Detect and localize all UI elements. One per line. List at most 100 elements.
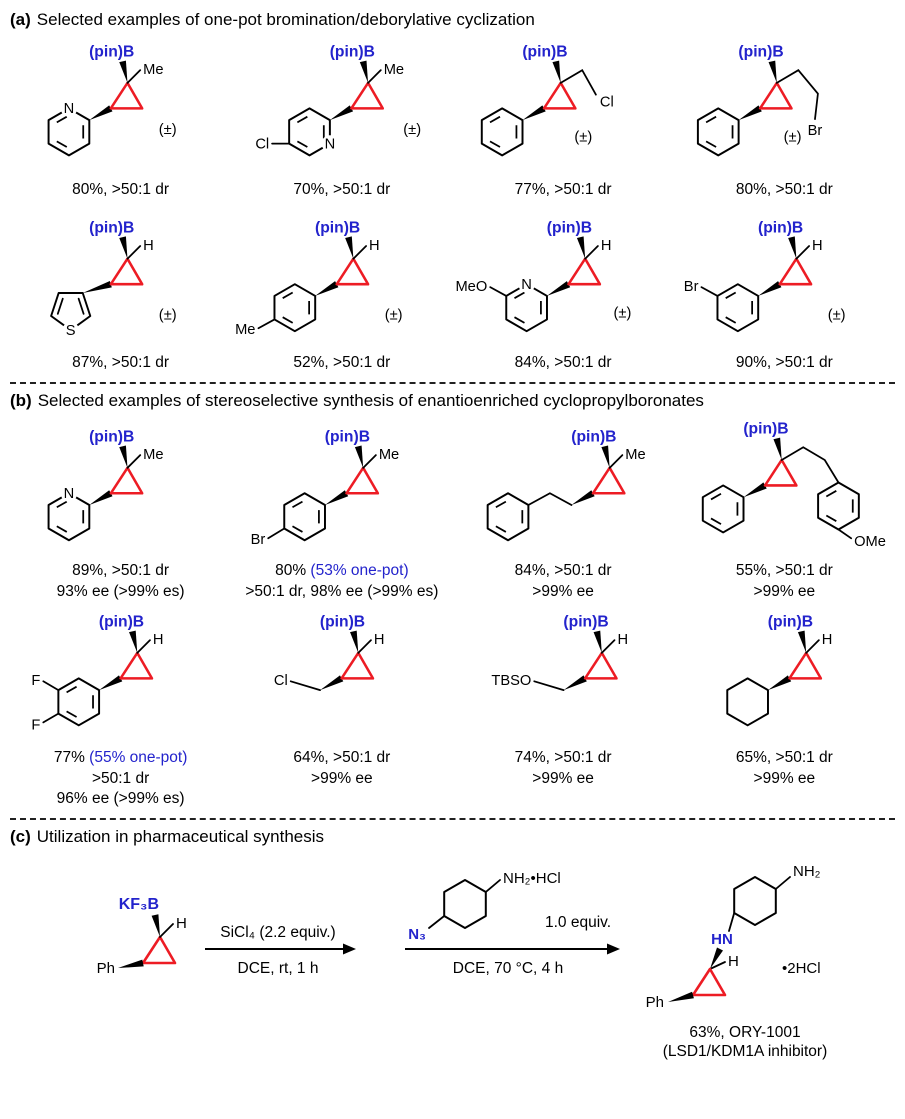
wedge-bond xyxy=(325,490,349,506)
starting-material: KF₃B H Ph xyxy=(97,896,187,977)
yield-line1: 74%, >50:1 dr xyxy=(514,749,612,767)
bond xyxy=(700,286,719,298)
bond xyxy=(600,639,615,655)
bond xyxy=(126,454,142,470)
methoxyphenyl-ring xyxy=(816,482,860,531)
bond xyxy=(290,680,322,692)
nitrogen-atom: N xyxy=(64,101,75,117)
bond xyxy=(126,245,142,260)
cyclopropane-ring xyxy=(583,651,618,680)
yield-label: 80% (53% one-pot) >50:1 dr, 98% ee (>99%… xyxy=(245,561,438,602)
hydrogen-label: H xyxy=(176,915,187,932)
hydrogen-label: H xyxy=(369,238,380,254)
compound-a8: Br (pin)B H (±) 90%, >50:1 dr xyxy=(674,200,895,373)
fluorine-label: F xyxy=(31,717,40,733)
pinB-label: (pin)B xyxy=(89,429,134,446)
phenyl-label: Ph xyxy=(97,960,115,977)
pinB-label: (pin)B xyxy=(330,43,375,60)
chlorine-label: Cl xyxy=(274,673,288,689)
structure-a3-phenyl-chloroethyl-cyclopropane: (pin)B Cl (±) xyxy=(480,43,613,157)
bond xyxy=(805,639,820,655)
bond xyxy=(357,639,373,655)
racemic-label: (±) xyxy=(827,308,845,324)
wedge-bond-boron xyxy=(350,630,359,654)
fluorine-label: F xyxy=(31,673,40,689)
compound-b5: F F (pin)B H 77% (55% one-pot) >50:1 dr … xyxy=(10,602,231,809)
structure-a7-methoxypyridyl-cyclopropane: N MeO (pin)B H (±) xyxy=(455,220,631,333)
compound-b7: TBSO (pin)B H 74%, >50:1 dr >99% ee xyxy=(453,602,674,809)
yield-line2: >99% ee xyxy=(753,582,816,600)
pinB-label: (pin)B xyxy=(768,614,813,631)
bond xyxy=(126,69,142,84)
atom-mask xyxy=(60,485,78,503)
pinB-label: (pin)B xyxy=(89,43,134,60)
compound-a5: S (pin)B H (±) 87%, >50:1 dr xyxy=(10,200,231,373)
pinB-label: (pin)B xyxy=(546,220,591,237)
nitrogen-atom: N xyxy=(64,487,75,503)
cyclopropane-ring xyxy=(350,81,385,110)
hydrogen-label: H xyxy=(374,632,385,648)
bonds xyxy=(428,879,501,930)
yield-line2: 93% ee (>99% es) xyxy=(56,582,185,600)
chain-bonds xyxy=(775,69,819,121)
yield-line1: 89%, >50:1 dr xyxy=(72,562,170,580)
pinB-label: (pin)B xyxy=(320,614,365,631)
section-a-label: (a) xyxy=(10,10,31,29)
yield-label: 90%, >50:1 dr xyxy=(735,354,833,372)
cyclopropane-ring xyxy=(119,651,154,680)
cyclohexane-ring xyxy=(733,876,777,927)
yield-line1: 84%, >50:1 dr xyxy=(514,562,612,580)
benzene-ring xyxy=(701,484,745,534)
yield-label: 70%, >50:1 dr xyxy=(293,180,391,198)
reaction-arrow-1: SiCl₄ (2.2 equiv.) DCE, rt, 1 h xyxy=(205,924,356,977)
structure-a6-tolyl-cyclopropane: Me (pin)B H (±) xyxy=(235,220,403,339)
pinB-label: (pin)B xyxy=(522,43,567,60)
atom-mask xyxy=(62,322,80,339)
wedge-bond-boron xyxy=(119,60,128,83)
methyl-label: Me xyxy=(625,447,645,463)
conditions-below-arrow2: DCE, 70 °C, 4 h xyxy=(453,960,563,977)
chlorine-label: Cl xyxy=(256,136,270,152)
racemic-label: (±) xyxy=(613,306,631,322)
section-a-row-1: N (pin)B Me (±) 80%, >50:1 dr N Cl xyxy=(10,32,895,200)
wedge-bond-boron xyxy=(773,438,782,461)
yield-line2: >99% ee xyxy=(311,769,373,787)
yield-black: 80% xyxy=(275,562,311,580)
amine-label: NH₂ xyxy=(793,863,821,880)
chain-bonds xyxy=(527,492,572,507)
methoxy-label: OMe xyxy=(854,535,886,551)
cyclopropane-ring xyxy=(141,936,177,965)
pinB-label: (pin)B xyxy=(571,429,616,446)
wedge-bond xyxy=(330,105,354,121)
section-b-row-2: F F (pin)B H 77% (55% one-pot) >50:1 dr … xyxy=(10,602,895,809)
sulfur-atom: S xyxy=(66,323,76,339)
section-a-row-2: S (pin)B H (±) 87%, >50:1 dr Me (pin)B xyxy=(10,200,895,373)
racemic-label: (±) xyxy=(159,308,177,324)
structure-b7-silyloxymethyl-cyclopropane: TBSO (pin)B H xyxy=(491,614,628,692)
structure-b8-cyclohexyl-cyclopropane: (pin)B H xyxy=(726,614,832,727)
methyl-label: Me xyxy=(143,62,163,78)
wedge-bond-boron xyxy=(119,236,128,260)
yield-line1: 77% (55% one-pot) xyxy=(54,748,188,768)
wedge-bond xyxy=(82,281,112,294)
bond xyxy=(488,286,507,298)
reaction-scheme: KF₃B H Ph SiCl₄ (2.2 equiv.) DCE, rt, 1 … xyxy=(97,863,828,1060)
section-divider xyxy=(10,382,895,385)
pinB-label: (pin)B xyxy=(563,614,608,631)
structure-b1-pyridyl-cyclopropane: N (pin)B Me xyxy=(47,429,164,542)
chain-bonds xyxy=(559,68,597,96)
bond xyxy=(837,529,852,540)
product: NH₂ HN H Ph •2HCl 63%, ORY-1001 (LSD1/KD… xyxy=(646,863,828,1060)
racemic-label: (±) xyxy=(385,308,403,324)
pinB-label: (pin)B xyxy=(315,220,360,237)
wedge-bond xyxy=(99,675,123,691)
compound-a2: N Cl (pin)B Me (±) 70%, >50:1 dr xyxy=(231,32,452,200)
yield-line2: >99% ee xyxy=(753,769,816,787)
bond xyxy=(532,680,565,692)
yield-line2: >99% ee xyxy=(532,769,594,787)
wedge-bond xyxy=(89,105,113,121)
reaction-arrow-2: DCE, 70 °C, 4 h xyxy=(405,943,620,977)
wedge-bond xyxy=(767,675,791,691)
compound-b8: (pin)B H 65%, >50:1 dr >99% ee xyxy=(674,602,895,809)
yield-line3: 96% ee (>99% es) xyxy=(56,790,185,808)
